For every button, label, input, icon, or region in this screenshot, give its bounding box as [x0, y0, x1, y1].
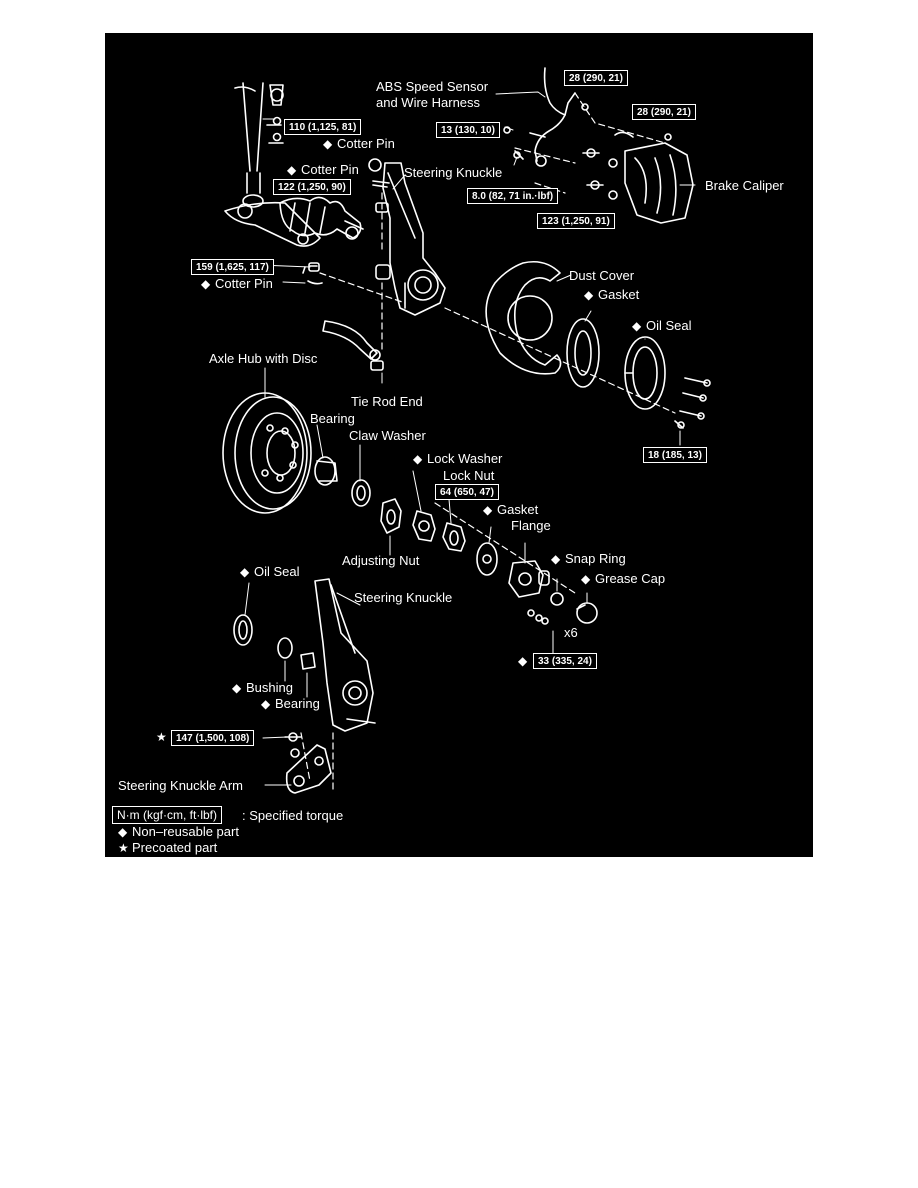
gasket-small [476, 542, 498, 576]
hub-bearing [314, 456, 338, 486]
dust-cover [485, 260, 562, 375]
oil-seal-2-label: Oil Seal [254, 564, 300, 579]
torque-159: 159 (1,625, 117) [191, 259, 274, 275]
torque-28-caliper: 28 (290, 21) [632, 104, 696, 120]
snap-ring-diamond: ◆ [551, 552, 561, 566]
oil-seal-upper [624, 336, 711, 429]
grease-cap-diamond: ◆ [581, 572, 591, 586]
lock-washer-diamond: ◆ [413, 452, 423, 466]
diagram-artwork [222, 67, 711, 794]
gasket-2-diamond: ◆ [483, 503, 493, 517]
exploded-view-diagram: ABS Speed Sensor and Wire Harness 28 (29… [105, 33, 813, 857]
legend-diamond: ◆ [118, 825, 128, 839]
bushing [277, 637, 293, 659]
cotter-pin-3-diamond: ◆ [201, 277, 211, 291]
torque-147: 147 (1,500, 108) [171, 730, 255, 746]
leader-lines [244, 91, 696, 786]
torque-147-star: ★ [156, 730, 167, 744]
torque-13: 13 (130, 10) [436, 122, 500, 138]
upper-ball-joint [269, 84, 284, 106]
cotter-pin-1-label: Cotter Pin [337, 136, 395, 151]
grease-cap-label: Grease Cap [595, 571, 666, 586]
steering-knuckle-bottom-label: Steering Knuckle [354, 590, 453, 605]
adjusting-nut [380, 498, 402, 534]
oil-seal-lower [233, 614, 253, 646]
gasket-2-label: Gasket [497, 502, 539, 517]
legend-unit-text: : Specified torque [242, 808, 344, 823]
grease-cap [576, 602, 598, 624]
axle-hub-disc [222, 392, 312, 514]
tie-rod-end [322, 320, 384, 371]
torque-33-diamond: ◆ [518, 654, 528, 668]
torque-123: 123 (1,250, 91) [537, 213, 615, 229]
lock-nut-label: Lock Nut [443, 468, 495, 483]
torque-8: 8.0 (82, 71 in.·lbf) [467, 188, 559, 204]
claw-washer [351, 479, 371, 507]
gasket-1-diamond: ◆ [584, 288, 594, 302]
lock-nut [442, 522, 466, 552]
abs-sensor-label-2: and Wire Harness [376, 95, 481, 110]
bearing-1-label: Bearing [310, 411, 355, 426]
abs-sensor [503, 67, 576, 167]
claw-washer-label: Claw Washer [349, 428, 426, 443]
axle-hub-label: Axle Hub with Disc [209, 351, 318, 366]
lock-washer [412, 510, 436, 542]
cotter-pin-3-label: Cotter Pin [215, 276, 273, 291]
bushing-diamond: ◆ [232, 681, 242, 695]
adjusting-nut-label: Adjusting Nut [342, 553, 420, 568]
legend-nonreusable-text: Non–reusable part [132, 824, 239, 839]
steering-knuckle-top-label: Steering Knuckle [404, 165, 503, 180]
brake-caliper [581, 103, 694, 224]
shock-absorber [234, 82, 264, 208]
steering-knuckle-arm [284, 732, 332, 794]
abs-sensor-label-1: ABS Speed Sensor [376, 79, 489, 94]
legend-precoated-text: Precoated part [132, 840, 218, 855]
steering-knuckle-lower [314, 578, 376, 732]
steering-knuckle-arm-label: Steering Knuckle Arm [118, 778, 244, 793]
flange [508, 560, 550, 625]
legend-star: ★ [118, 841, 129, 855]
torque-64: 64 (650, 47) [435, 484, 499, 500]
legend-unit-box: N·m (kgf·cm, ft·lbf) [112, 806, 222, 824]
dust-cover-label: Dust Cover [569, 268, 635, 283]
tie-rod-end-label: Tie Rod End [351, 394, 423, 409]
bearing-2-diamond: ◆ [261, 697, 271, 711]
flange-label: Flange [511, 518, 551, 533]
bearing-2-label: Bearing [275, 696, 320, 711]
gasket-1-label: Gasket [598, 287, 640, 302]
drive-shaft [279, 196, 364, 240]
torque-18: 18 (185, 13) [643, 447, 707, 463]
gasket-ring [566, 318, 600, 388]
lock-washer-label: Lock Washer [427, 451, 503, 466]
bushing-label: Bushing [246, 680, 293, 695]
steering-knuckle-upper [375, 162, 446, 316]
cotter-pin-2-label: Cotter Pin [301, 162, 359, 177]
torque-28-top: 28 (290, 21) [564, 70, 628, 86]
torque-122: 122 (1,250, 90) [273, 179, 351, 195]
cotter-pin-1-diamond: ◆ [323, 137, 333, 151]
brake-caliper-label: Brake Caliper [705, 178, 784, 193]
lower-bearing [300, 652, 316, 670]
torque-110: 110 (1,125, 81) [284, 119, 362, 135]
cotter-pin-2-diamond: ◆ [287, 163, 297, 177]
torque-33: 33 (335, 24) [533, 653, 597, 669]
x6-label: x6 [564, 625, 578, 640]
snap-ring-label: Snap Ring [565, 551, 626, 566]
oil-seal-2-diamond: ◆ [240, 565, 250, 579]
snap-ring [550, 592, 564, 606]
oil-seal-1-label: Oil Seal [646, 318, 692, 333]
lower-control-arm [224, 201, 321, 247]
oil-seal-1-diamond: ◆ [632, 319, 642, 333]
